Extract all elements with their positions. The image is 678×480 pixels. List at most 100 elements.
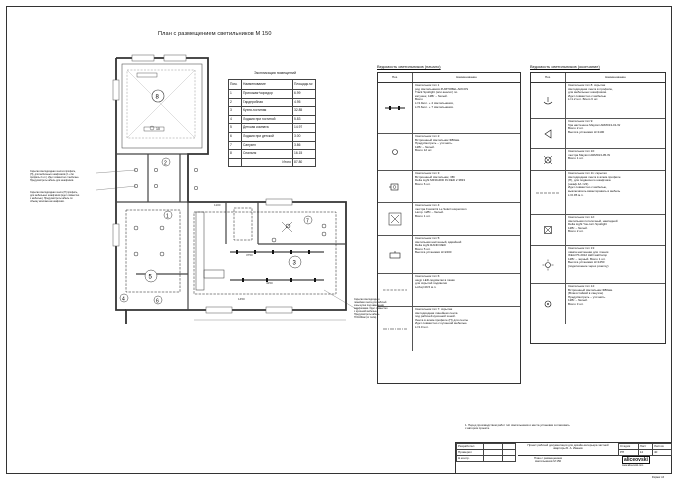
legend-row: Светильник тип 11: скрытая светодиодная … xyxy=(531,171,665,215)
svg-text:10: 10 xyxy=(156,127,160,131)
legend-row: Светильник тип 3: Встроенный светильник,… xyxy=(378,171,520,203)
ex-cell: 16.15 xyxy=(292,149,316,159)
annotation-left-1: Скрытая светодиодная лента в профиле, (П… xyxy=(30,170,80,182)
ex-cell: 5 xyxy=(228,123,242,133)
sconce-x-icon xyxy=(531,149,566,170)
wall-lamp-icon xyxy=(378,236,413,273)
ex-cell: 7 xyxy=(228,140,242,151)
legend-row: Светильник тип 4: люстра Foscarini Le So… xyxy=(378,203,520,236)
legend-row: Светильник тип 8: скрытая светодиодная л… xyxy=(531,83,665,119)
ex-cell: 14.97 xyxy=(292,123,316,133)
circle-icon xyxy=(378,134,413,170)
ex-total-value: 87.80 xyxy=(292,157,316,168)
legend-desc: Светильник тип 10: люстра Maytoni ARM013… xyxy=(568,149,611,161)
drawing-sheet xyxy=(6,6,672,474)
annotation-left-2: Скрытая светодиодная лента (П) профиль, … xyxy=(30,191,80,203)
ex-cell: 5.83 xyxy=(292,114,316,125)
legend-row: Светильник тип 5: светильник настенный, … xyxy=(378,236,520,274)
explication-title: Экспликация помещений xyxy=(254,71,297,75)
ex-cell: Детская комната xyxy=(241,123,293,133)
ex-cell: 3.00 xyxy=(292,131,316,142)
svg-text:6: 6 xyxy=(156,299,159,305)
legend-head-name: Наименование xyxy=(605,74,626,79)
tb-sheet-name: План с размещением светильников М 150 xyxy=(534,456,562,464)
ex-cell: Гардеробная xyxy=(241,97,293,108)
legend-left-header: Поз. Наименование xyxy=(378,73,520,83)
hidden-strip-icon xyxy=(378,307,413,351)
general-note: 1. Перед производством работ тип светиль… xyxy=(465,423,570,431)
tb-sheet: 14 xyxy=(637,449,653,456)
profile-lamp-icon xyxy=(531,83,566,118)
legend-desc: Светильник тип 4: люстра Foscarini Le So… xyxy=(415,203,467,218)
ex-cell xyxy=(228,157,242,168)
legend-row: Светильник тип 7: скрытая светодиодная л… xyxy=(378,307,520,351)
track-spot-icon xyxy=(378,83,413,133)
svg-text:7: 7 xyxy=(306,219,309,225)
legend-desc: Светильник тип 8: скрытая светодиодная л… xyxy=(568,83,613,102)
svg-text:3: 3 xyxy=(293,261,297,267)
legend-desc: Светильник тип 7: скрытая светодиодная л… xyxy=(415,307,469,329)
ex-cell: 6 xyxy=(228,131,242,142)
ex-cell: Спальня xyxy=(241,149,293,159)
legend-desc: Светильник тип 2: Встроенный светильник … xyxy=(415,134,460,153)
svg-text:4250: 4250 xyxy=(266,281,273,285)
legend-desc: Светильник тип 14: Встроенный светильник… xyxy=(568,284,613,306)
legend-desc: Светильник тип 9: бра настенное Maytoni … xyxy=(568,119,621,134)
svg-text:1100: 1100 xyxy=(214,203,221,207)
legend-row: Светильник тип 6: шнур LED-подсветки в п… xyxy=(378,274,520,307)
circle-dot-icon xyxy=(531,284,566,324)
svg-text:4: 4 xyxy=(122,297,125,303)
tb-site: www.aliceovski.com xyxy=(622,464,644,467)
legend-desc: Светильник тип 13: лампа настенная для ч… xyxy=(568,246,609,268)
sun-icon xyxy=(531,246,566,283)
tb-format: Формат А3 xyxy=(652,476,665,479)
legend-desc: Светильник тип 1 род светильников ZUMTOB… xyxy=(415,83,469,109)
ex-cell: Санузел xyxy=(241,140,293,151)
legend-head-pos: Поз. xyxy=(378,73,413,82)
legend-row: Светильник тип 9: бра настенное Maytoni … xyxy=(531,119,665,149)
legend-desc: Светильник тип 3: Встроенный светильник,… xyxy=(415,171,466,186)
square-x-icon xyxy=(531,215,566,245)
svg-text:1: 1 xyxy=(166,214,169,220)
legend-left-table: Поз. Наименование Светильник тип 1 род с… xyxy=(377,72,521,384)
ex-cell: 8 xyxy=(228,149,242,159)
led-strip-icon xyxy=(378,274,413,306)
legend-row: Светильник тип 13: лампа настенная для ч… xyxy=(531,246,665,284)
ex-cell: 4 xyxy=(228,114,242,125)
legend-desc: Светильник тип 11: скрытая светодиодная … xyxy=(568,171,621,197)
ex-head-num: Пом. xyxy=(228,79,242,90)
ex-cell: Прихожая+коридор xyxy=(241,89,293,99)
ex-cell: Лоджия при гостиной xyxy=(241,114,293,125)
legend-left-title: Ведомость светильников (начало) xyxy=(377,64,441,69)
recessed-icon xyxy=(378,171,413,202)
ex-head-area: Площадь м² xyxy=(292,79,316,90)
room-marker-8 xyxy=(151,89,165,103)
ex-cell: 6.99 xyxy=(292,89,316,99)
legend-desc: Светильник тип 5: светильник настенный, … xyxy=(415,236,462,255)
ex-cell: 4.95 xyxy=(292,97,316,108)
ex-cell: 2 xyxy=(228,97,242,108)
legend-head-name: Наименование xyxy=(456,74,477,79)
line-icon xyxy=(531,171,566,214)
legend-head-pos: Поз. xyxy=(531,73,566,82)
svg-text:5: 5 xyxy=(149,275,153,281)
legend-row: Светильник тип 14: Встроенный светильник… xyxy=(531,284,665,324)
legend-right-table: Поз. Наименование Светильник тип 8: скры… xyxy=(530,72,666,344)
tb-stage: РП xyxy=(618,449,639,456)
legend-row: Светильник тип 10: люстра Maytoni ARM013… xyxy=(531,149,665,171)
ex-cell: Кухня-гостиная xyxy=(241,106,293,116)
plan-title: План с размещением светильников М 150 xyxy=(158,31,272,37)
sconce-icon xyxy=(531,119,566,148)
ex-cell: 3 xyxy=(228,106,242,116)
legend-right-title: Ведомость светильников (окончание) xyxy=(530,64,600,69)
floor-plan: 8 10 2 1 5 xyxy=(96,54,359,324)
title-block: Разработал Проверил Н.контр. Проект рабо… xyxy=(455,442,673,474)
